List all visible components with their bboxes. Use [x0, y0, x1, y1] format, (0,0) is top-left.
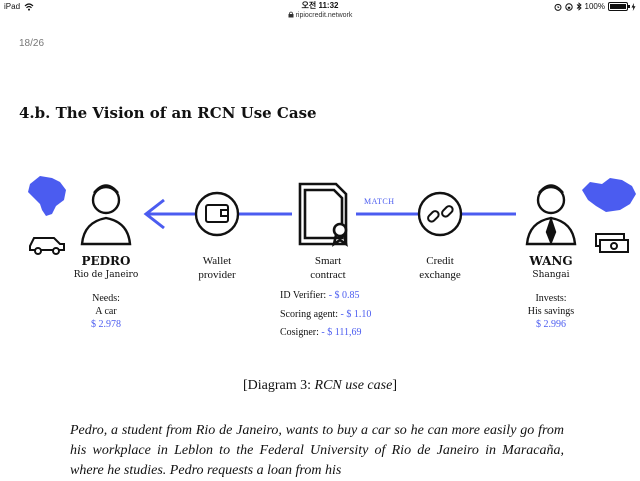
fee-value: - $ 111,69 [321, 327, 362, 338]
pedro-amount: $ 2.978 [91, 319, 121, 330]
body-paragraph: Pedro, a student from Rio de Janeiro, wa… [70, 423, 564, 478]
wang-invests-item: His savings [527, 306, 575, 317]
match-label: MATCH [364, 197, 395, 206]
china-map-icon [582, 178, 636, 212]
fee-row: ID Verifier: - $ 0.85 [280, 290, 360, 301]
smart-contract-label: Smart contract [288, 254, 368, 282]
battery-percent: 100% [584, 2, 605, 11]
charging-icon [631, 2, 636, 11]
lock-rotation-icon [564, 2, 573, 11]
pedro-city: Rio de Janeiro [73, 270, 139, 280]
wallet-label-line1: Wallet [202, 255, 232, 267]
credit-exchange-label: Credit exchange [400, 254, 480, 282]
device-name: iPad [4, 2, 21, 11]
pedro-needs-item: A car [95, 306, 117, 317]
bluetooth-icon [576, 2, 582, 11]
wang-amount: $ 2.996 [536, 319, 566, 330]
status-bar: iPad 오전 11:32 ripiocredit.network 10 [0, 0, 640, 22]
fee-row: Scoring agent: - $ 1.10 [280, 309, 371, 320]
car-icon [29, 237, 65, 255]
pedro-needs-label: Needs: [92, 293, 120, 304]
smart-label-line1: Smart [314, 255, 342, 267]
arrow-head-left [143, 198, 165, 230]
wallet-provider-label: Wallet provider [177, 254, 257, 282]
fee-label: Cosigner: [280, 327, 319, 338]
url-text: ripiocredit.network [295, 12, 353, 19]
wang-invests-label: Invests: [535, 293, 567, 304]
battery-level [610, 4, 626, 9]
page-title: 4.b. The Vision of an RCN Use Case [19, 104, 317, 122]
caption-prefix: [Diagram 3: [243, 378, 315, 393]
fee-value: - $ 1.10 [340, 309, 372, 320]
diagram-caption: [Diagram 3: RCN use case] [0, 378, 640, 394]
fee-label: ID Verifier: [280, 290, 327, 301]
fee-value: - $ 0.85 [328, 290, 360, 301]
credit-label-line1: Credit [426, 255, 454, 267]
credit-label-line2: exchange [419, 269, 461, 281]
page-counter: 18/26 [19, 38, 45, 49]
status-time: 오전 11:32 [301, 1, 339, 10]
link-icon [417, 191, 463, 237]
alarm-icon [554, 3, 562, 11]
status-center: 오전 11:32 ripiocredit.network [0, 1, 640, 20]
money-icon [595, 233, 629, 253]
smart-label-line2: contract [310, 269, 346, 281]
wang-name: WANG [529, 254, 573, 268]
wallet-icon [194, 191, 240, 237]
status-left: iPad [4, 2, 34, 11]
pedro-name: PEDRO [81, 254, 131, 268]
url-bar[interactable]: ripiocredit.network [0, 11, 640, 20]
lock-icon [288, 11, 294, 18]
fee-row: Cosigner: - $ 111,69 [280, 327, 361, 338]
wang-avatar-icon [525, 184, 577, 246]
pedro-avatar-icon [80, 184, 132, 246]
smart-contract-icon [298, 182, 348, 247]
status-right: 100% [554, 2, 636, 11]
brazil-map-icon [28, 176, 66, 216]
wallet-label-line2: provider [198, 269, 236, 281]
wifi-icon [24, 2, 34, 11]
fee-label: Scoring agent: [280, 309, 339, 320]
caption-suffix: ] [392, 378, 397, 393]
wang-city: Shangai [532, 270, 570, 280]
caption-emphasis: RCN use case [314, 378, 393, 393]
battery-icon [608, 2, 630, 11]
